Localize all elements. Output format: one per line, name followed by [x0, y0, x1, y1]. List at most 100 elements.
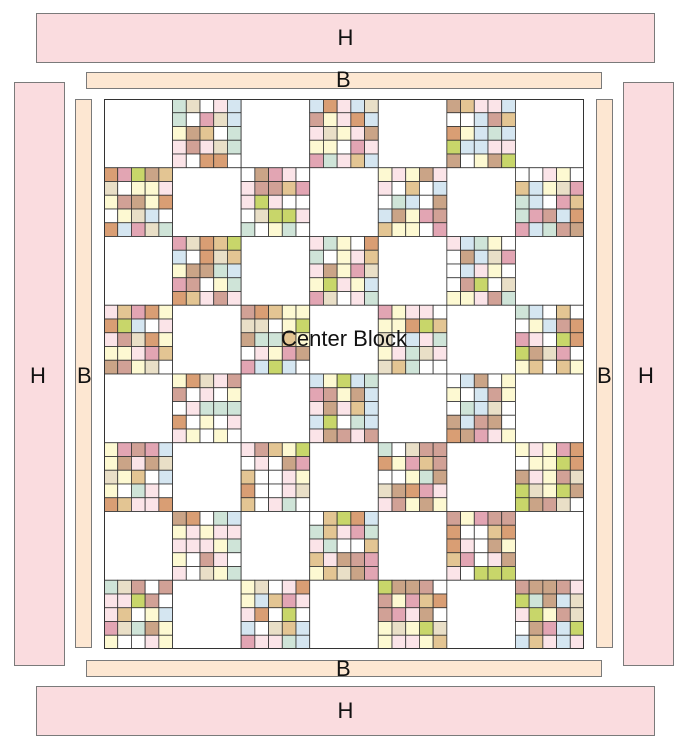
patch-square	[269, 443, 283, 457]
pieced-block	[378, 168, 447, 237]
patch-square	[570, 223, 584, 237]
pieced-block	[310, 374, 379, 443]
patch-square	[337, 278, 351, 292]
patch-square	[488, 374, 502, 388]
patch-square	[461, 113, 475, 127]
patch-square	[543, 635, 557, 649]
patch-square	[200, 292, 214, 306]
patch-square	[488, 237, 502, 251]
patch-square	[241, 622, 255, 636]
patch-square	[392, 635, 406, 649]
patch-square	[515, 347, 529, 361]
patch-square	[557, 608, 571, 622]
pieced-block	[173, 374, 242, 443]
patch-square	[173, 264, 187, 278]
patch-square	[461, 402, 475, 416]
patch-square	[502, 553, 516, 567]
patch-square	[433, 305, 447, 319]
patch-square	[365, 525, 379, 539]
patch-square	[323, 140, 337, 154]
patch-square	[570, 195, 584, 209]
patch-square	[351, 374, 365, 388]
patch-square	[269, 168, 283, 182]
patch-square	[118, 319, 132, 333]
patch-square	[419, 594, 433, 608]
patch-square	[118, 360, 132, 374]
patch-square	[214, 292, 228, 306]
patch-square	[200, 388, 214, 402]
patch-square	[543, 168, 557, 182]
patch-square	[337, 525, 351, 539]
patch-square	[488, 127, 502, 141]
patch-square	[255, 443, 269, 457]
patch-square	[447, 374, 461, 388]
patch-square	[173, 553, 187, 567]
patch-square	[447, 140, 461, 154]
patch-square	[159, 168, 173, 182]
patch-square	[214, 415, 228, 429]
plain-block	[378, 99, 447, 168]
patch-square	[131, 360, 145, 374]
patch-square	[337, 127, 351, 141]
patch-square	[543, 223, 557, 237]
patch-square	[269, 182, 283, 196]
patch-square	[529, 635, 543, 649]
patch-square	[159, 484, 173, 498]
patch-square	[570, 182, 584, 196]
patch-square	[515, 635, 529, 649]
patch-square	[447, 99, 461, 113]
patch-square	[447, 402, 461, 416]
patch-square	[310, 264, 324, 278]
patch-square	[515, 305, 529, 319]
patch-square	[255, 498, 269, 512]
patch-square	[392, 608, 406, 622]
patch-square	[406, 457, 420, 471]
patch-square	[200, 374, 214, 388]
patch-square	[159, 457, 173, 471]
patch-square	[461, 264, 475, 278]
plain-square	[104, 512, 173, 581]
patch-square	[378, 305, 392, 319]
patch-square	[186, 292, 200, 306]
patch-square	[406, 209, 420, 223]
patch-square	[529, 195, 543, 209]
patch-square	[118, 470, 132, 484]
patch-square	[392, 443, 406, 457]
pieced-block	[241, 443, 310, 512]
patch-square	[543, 580, 557, 594]
patch-square	[186, 553, 200, 567]
patch-square	[104, 347, 118, 361]
patch-square	[447, 237, 461, 251]
patch-square	[433, 333, 447, 347]
patch-square	[419, 305, 433, 319]
patch-square	[214, 525, 228, 539]
patch-square	[351, 264, 365, 278]
patch-square	[447, 278, 461, 292]
patch-square	[461, 429, 475, 443]
patch-square	[227, 278, 241, 292]
outer-border-right-label: H	[638, 363, 654, 389]
patch-square	[296, 168, 310, 182]
patch-square	[378, 209, 392, 223]
patch-square	[406, 594, 420, 608]
patch-square	[488, 99, 502, 113]
patch-square	[255, 333, 269, 347]
plain-square	[104, 99, 173, 168]
center-block-label: Center Block	[281, 326, 408, 351]
patch-square	[145, 580, 159, 594]
patch-square	[515, 333, 529, 347]
pieced-block	[104, 305, 173, 374]
patch-square	[337, 553, 351, 567]
patch-square	[419, 195, 433, 209]
patch-square	[310, 567, 324, 581]
plain-block	[173, 443, 242, 512]
patch-square	[104, 195, 118, 209]
patch-square	[365, 512, 379, 526]
plain-block	[310, 443, 379, 512]
patch-square	[269, 209, 283, 223]
patch-square	[433, 209, 447, 223]
patch-square	[433, 608, 447, 622]
patch-square	[104, 470, 118, 484]
patch-square	[557, 182, 571, 196]
patch-square	[145, 347, 159, 361]
